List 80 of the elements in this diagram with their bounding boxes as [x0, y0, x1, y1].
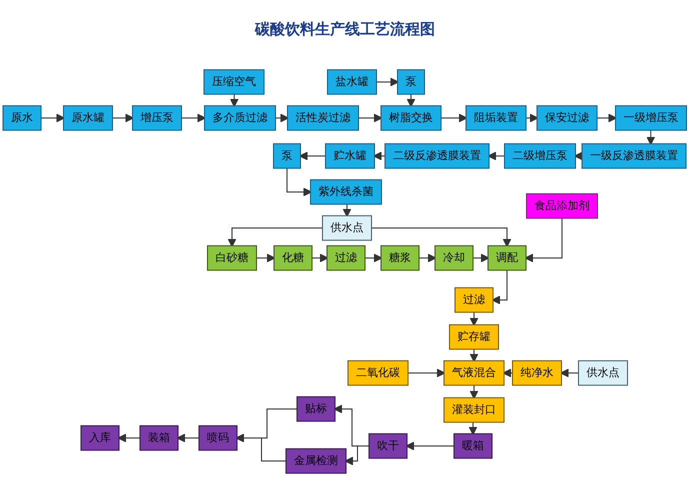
arrow — [286, 168, 312, 196]
node-box: 入库 — [80, 425, 120, 451]
node-box: 气液混合 — [444, 360, 504, 386]
arrow — [40, 114, 65, 122]
node-box: 金属检测 — [286, 448, 346, 474]
arrow — [560, 368, 579, 378]
node-box: 压缩空气 — [204, 69, 264, 95]
node-box: 化糖 — [274, 245, 312, 271]
arrow — [371, 228, 512, 248]
arrow — [524, 218, 562, 262]
node-box: 盐水罐 — [327, 69, 377, 95]
node-box: 二氧化碳 — [348, 360, 408, 386]
arrow — [574, 152, 583, 160]
arrow — [373, 152, 386, 160]
node-box: 贮存罐 — [449, 324, 499, 350]
node-box: 原水罐 — [63, 105, 113, 131]
arrow — [418, 254, 436, 262]
node-box: 贴标 — [296, 396, 336, 422]
arrow — [342, 204, 352, 218]
arrow — [488, 152, 505, 160]
arrow — [492, 270, 508, 304]
node-box: 二级增压泵 — [504, 143, 576, 169]
arrow — [275, 114, 289, 122]
arrow — [472, 254, 490, 262]
node-box: 食品添加剂 — [526, 193, 598, 219]
node-box: 多介质过滤 — [204, 105, 276, 131]
node-box: 冷却 — [434, 245, 474, 271]
arrow — [596, 114, 617, 122]
arrow — [236, 434, 286, 462]
arrow — [470, 312, 478, 326]
arrow — [228, 228, 323, 248]
arrow — [408, 368, 446, 378]
node-box: 供水点 — [322, 215, 372, 241]
node-box: 灌装封口 — [444, 397, 504, 423]
arrow — [358, 114, 382, 122]
diagram-title: 碳酸饮料生产线工艺流程图 — [254, 20, 436, 39]
node-box: 纯净水 — [512, 360, 562, 386]
arrow — [526, 114, 538, 122]
node-box: 保安过滤 — [536, 105, 598, 131]
node-box: 一级增压泵 — [615, 105, 687, 131]
arrow — [468, 422, 478, 436]
node-box: 供水点 — [578, 360, 628, 386]
node-box: 增压泵 — [132, 105, 182, 131]
arrow — [502, 368, 513, 378]
node-box: 紫外线杀菌 — [310, 179, 382, 205]
arrow — [181, 114, 206, 122]
arrow — [112, 114, 134, 122]
node-box: 一级反渗透膜装置 — [582, 143, 686, 169]
node-box: 贮水罐 — [325, 143, 375, 169]
arrow — [406, 442, 454, 450]
node-box: 原水 — [2, 105, 42, 131]
arrow — [406, 94, 416, 108]
node-box: 泵 — [397, 69, 425, 95]
node-box: 调配 — [488, 245, 526, 271]
arrow — [364, 254, 382, 262]
arrow — [299, 152, 326, 160]
node-box: 二级反渗透膜装置 — [384, 143, 490, 169]
arrow — [440, 114, 468, 122]
arrow — [312, 254, 328, 262]
node-box: 喷码 — [198, 425, 238, 451]
node-box: 糖浆 — [380, 245, 420, 271]
node-box: 装箱 — [140, 425, 178, 451]
node-box: 暖箱 — [454, 433, 492, 459]
arrow — [344, 446, 370, 466]
node-box: 树脂交换 — [380, 105, 442, 131]
node-box: 过滤 — [326, 245, 366, 271]
node-box: 阻垢装置 — [466, 105, 526, 131]
arrow — [230, 94, 239, 108]
node-box: 白砂糖 — [207, 245, 257, 271]
arrow — [176, 434, 200, 442]
arrow — [470, 348, 478, 362]
node-box: 活性炭过滤 — [287, 105, 359, 131]
node-box: 泵 — [273, 143, 301, 169]
node-box: 吹干 — [368, 433, 408, 459]
node-box: 过滤 — [454, 287, 494, 313]
arrow — [256, 254, 276, 262]
arrow — [646, 130, 656, 146]
arrow — [118, 434, 140, 442]
arrow — [470, 384, 478, 400]
arrow — [376, 78, 399, 86]
